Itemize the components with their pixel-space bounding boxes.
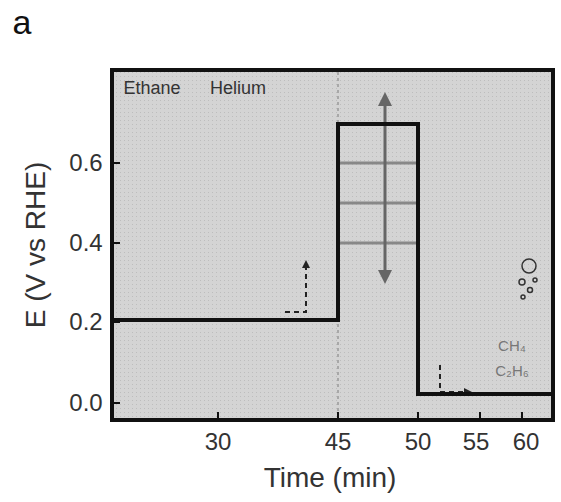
gas-bubbles	[519, 259, 537, 299]
gas-label: Helium	[210, 79, 266, 97]
axis-title: Time (min)	[264, 464, 397, 492]
axis-title: E (V vs RHE)	[22, 162, 50, 328]
tick-label: 60	[513, 430, 540, 454]
axis-ticks	[112, 163, 522, 420]
tick-label: 55	[463, 430, 490, 454]
potential-levels	[338, 163, 418, 243]
step-arrow	[285, 262, 306, 312]
product-label: C₂H₆	[495, 363, 529, 378]
step-arrow	[440, 365, 470, 392]
panel-letter: a	[13, 5, 32, 39]
range-arrow	[384, 138, 387, 250]
tick-label: 0.2	[69, 310, 102, 334]
tick-label: 30	[205, 430, 232, 454]
tick-label: 0.6	[69, 151, 102, 175]
range-arrow	[384, 250, 387, 280]
tick-label: 0.0	[69, 391, 102, 415]
product-label: CH₄	[498, 338, 526, 353]
tick-label: 0.4	[69, 231, 102, 255]
tick-label: 45	[325, 430, 352, 454]
plot-frame	[112, 70, 553, 420]
tick-label: 50	[405, 430, 432, 454]
range-arrow	[384, 96, 387, 138]
plot-background	[112, 70, 553, 420]
gas-label: Ethane	[123, 79, 180, 97]
potential-trace	[112, 124, 553, 394]
